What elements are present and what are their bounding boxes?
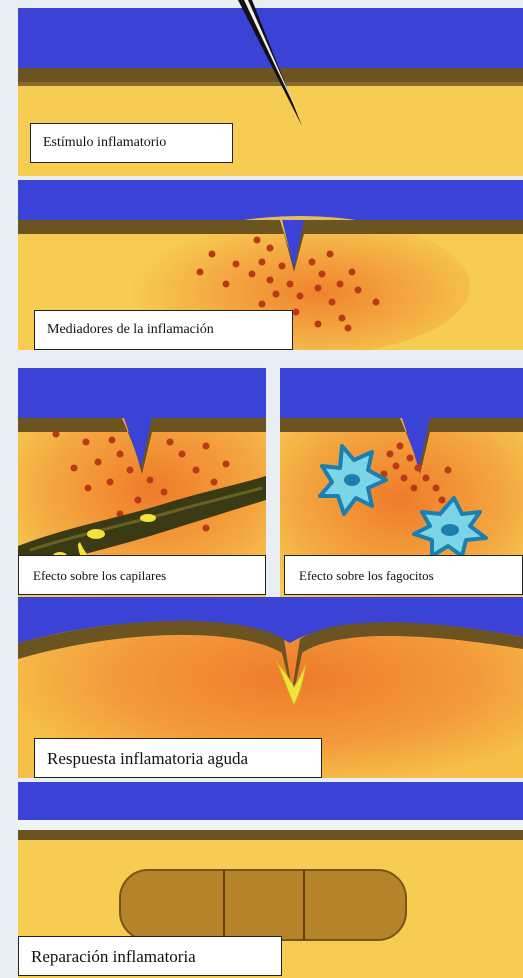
- stage-panel-phagocytes: Efecto sobre los fagocitos: [272, 350, 523, 597]
- stage-panel-capillaries: Efecto sobre los capilares: [0, 350, 272, 597]
- stage-caption: Mediadores de la inflamación: [34, 310, 293, 350]
- stage-caption: Reparación inflamatoria: [18, 936, 282, 976]
- bandage-icon: [120, 870, 406, 940]
- stage-panel-repair: Reparación inflamatoria: [0, 778, 523, 978]
- stage-caption: Efecto sobre los fagocitos: [284, 555, 523, 595]
- stage-panel-acute-response: Respuesta inflamatoria aguda: [0, 597, 523, 778]
- stage-caption: Respuesta inflamatoria aguda: [34, 738, 322, 778]
- stage-panel-mediators: Mediadores de la inflamación: [0, 176, 523, 350]
- stage-panel-stimulus: Estímulo inflamatorio: [0, 0, 523, 176]
- stage-caption: Efecto sobre los capilares: [18, 555, 266, 595]
- stage-caption: Estímulo inflamatorio: [30, 123, 233, 163]
